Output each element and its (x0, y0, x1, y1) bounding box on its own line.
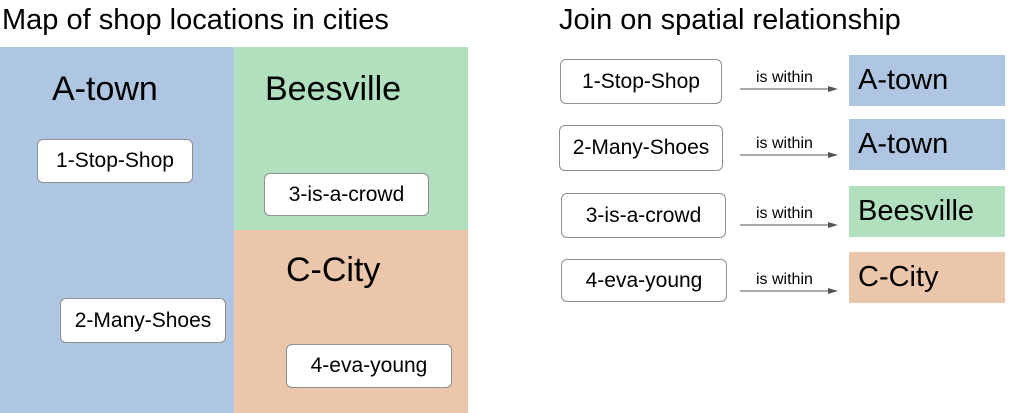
city-box-c-city: C-City (849, 252, 1005, 303)
map-shop-3-is-a-crowd: 3-is-a-crowd (264, 173, 429, 216)
arrow-icon (740, 288, 838, 294)
region-label-a-town: A-town (52, 70, 158, 108)
region-a-town: A-town (0, 47, 234, 413)
map-shop-2-many-shoes: 2-Many-Shoes (60, 298, 226, 343)
relation-label: is within (756, 135, 813, 152)
join-shop-box: 1-Stop-Shop (560, 59, 722, 104)
relation-label: is within (756, 205, 813, 222)
join-shop-box: 3-is-a-crowd (561, 193, 726, 238)
region-label-c-city: C-City (286, 251, 381, 289)
city-box-beesville: Beesville (849, 186, 1005, 237)
join-title: Join on spatial relationship (559, 4, 901, 36)
city-box-a-town: A-town (849, 55, 1005, 106)
map-shop-1-stop-shop: 1-Stop-Shop (37, 139, 193, 183)
arrow-icon (740, 222, 838, 228)
map-shop-4-eva-young: 4-eva-young (286, 344, 452, 388)
map-title: Map of shop locations in cities (2, 4, 389, 36)
relation-label: is within (756, 69, 813, 86)
relation-label: is within (756, 271, 813, 288)
city-box-a-town: A-town (849, 119, 1005, 170)
arrow-icon (740, 86, 838, 92)
join-shop-box: 2-Many-Shoes (559, 125, 723, 171)
join-shop-box: 4-eva-young (561, 259, 727, 302)
arrow-icon (740, 152, 838, 158)
region-label-beesville: Beesville (265, 70, 402, 108)
